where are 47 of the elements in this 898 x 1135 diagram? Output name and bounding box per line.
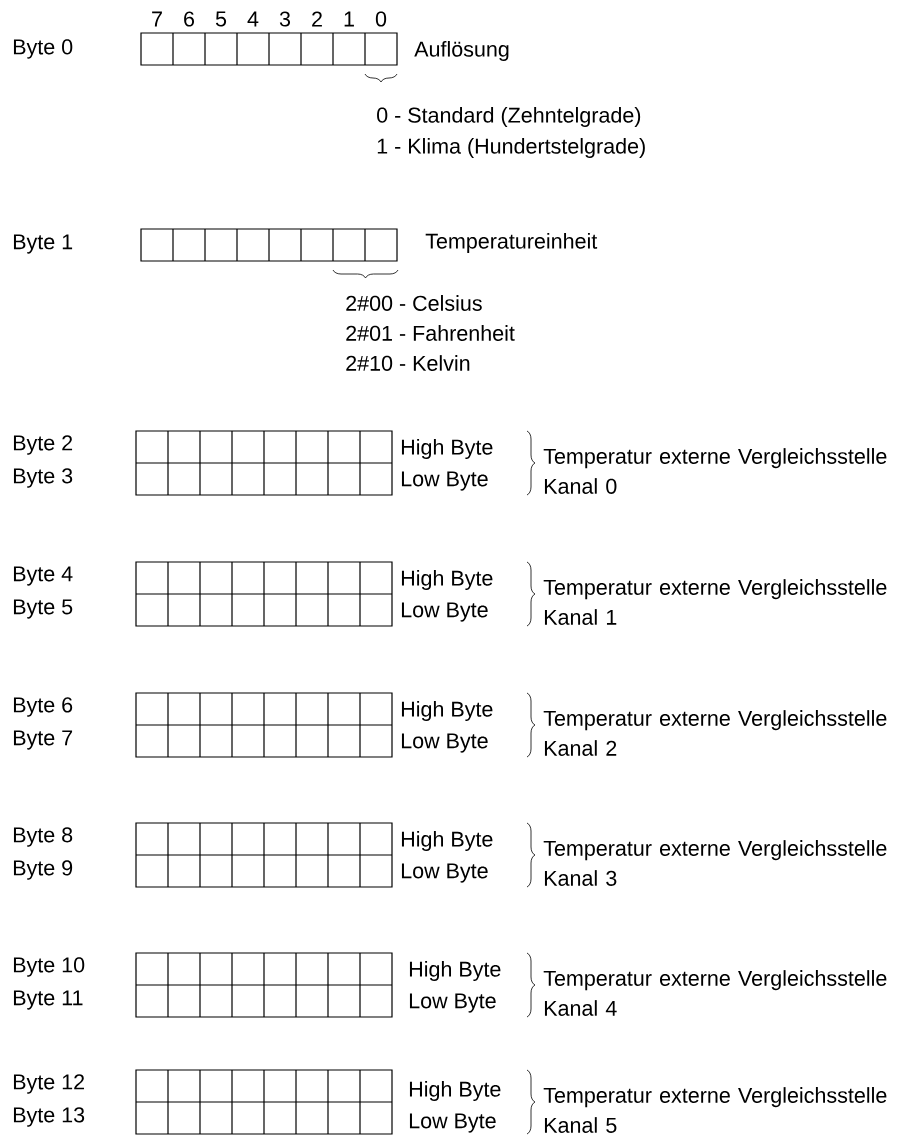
byte-label: Byte 12 [13,1074,84,1094]
value-option: 1 - Klima (Hundertstelgrade) [377,138,645,159]
bit-number: 4 [247,11,259,27]
byte-half-label: High Byte [409,961,501,982]
field-description: Temperatur externe Vergleichsstelle Kanal 2 [543,710,887,756]
byte-label: Byte 5 [13,599,73,619]
value-option: 2#01 - Fahrenheit [346,325,515,341]
byte-half-label: High Byte [401,831,493,852]
field-description: Temperatur externe Vergleichsstelle Kanal 3 [543,840,887,886]
byte-half-label: High Byte [401,701,493,722]
byte-label: Byte 1 [13,234,73,254]
byte-label: Byte 4 [13,566,73,586]
byte-label: Byte 11 [13,990,83,1010]
bit-number: 0 [375,11,387,27]
field-description: Temperatur externe Vergleichsstelle Kanal 0 [543,448,887,494]
field-description: Temperatur externe Vergleichsstelle Kanal 5 [543,1087,887,1133]
value-option: 2#10 - Kelvin [346,355,470,371]
bit-number: 7 [152,11,162,27]
byte-half-label: Low Byte [401,602,488,622]
field-name: Auflösung [414,41,509,62]
value-option: 0 - Standard (Zehntelgrade) [377,107,641,128]
byte-label: Byte 0 [13,39,73,59]
byte-label: Byte 8 [13,827,73,847]
value-option: 2#00 - Celsius [346,295,482,311]
byte-label: Byte 7 [13,730,73,750]
byte-half-label: High Byte [401,570,493,591]
bit-number: 2 [312,11,322,27]
bit-number: 3 [279,11,291,27]
byte-label: Byte 13 [13,1107,85,1127]
byte-half-label: Low Byte [401,733,488,753]
bit-number: 6 [184,11,195,27]
byte-label: Byte 3 [13,468,73,488]
field-description: Temperatur externe Vergleichsstelle Kanal 4 [543,970,887,1016]
byte-half-label: High Byte [409,1081,501,1102]
bit-number: 1 [344,11,354,27]
byte-half-label: Low Byte [401,863,488,883]
byte-half-label: Low Byte [409,1113,496,1133]
bit-number: 5 [215,11,227,27]
byte-label: Byte 2 [13,435,73,455]
field-name: Temperatureinheit [425,233,598,254]
byte-label: Byte 10 [13,957,85,977]
byte-half-label: Low Byte [409,993,496,1013]
byte-label: Byte 9 [13,860,73,880]
byte-half-label: High Byte [401,439,493,460]
byte-half-label: Low Byte [401,471,488,491]
byte-label: Byte 6 [13,697,73,717]
field-description: Temperatur externe Vergleichsstelle Kanal 1 [543,579,887,625]
